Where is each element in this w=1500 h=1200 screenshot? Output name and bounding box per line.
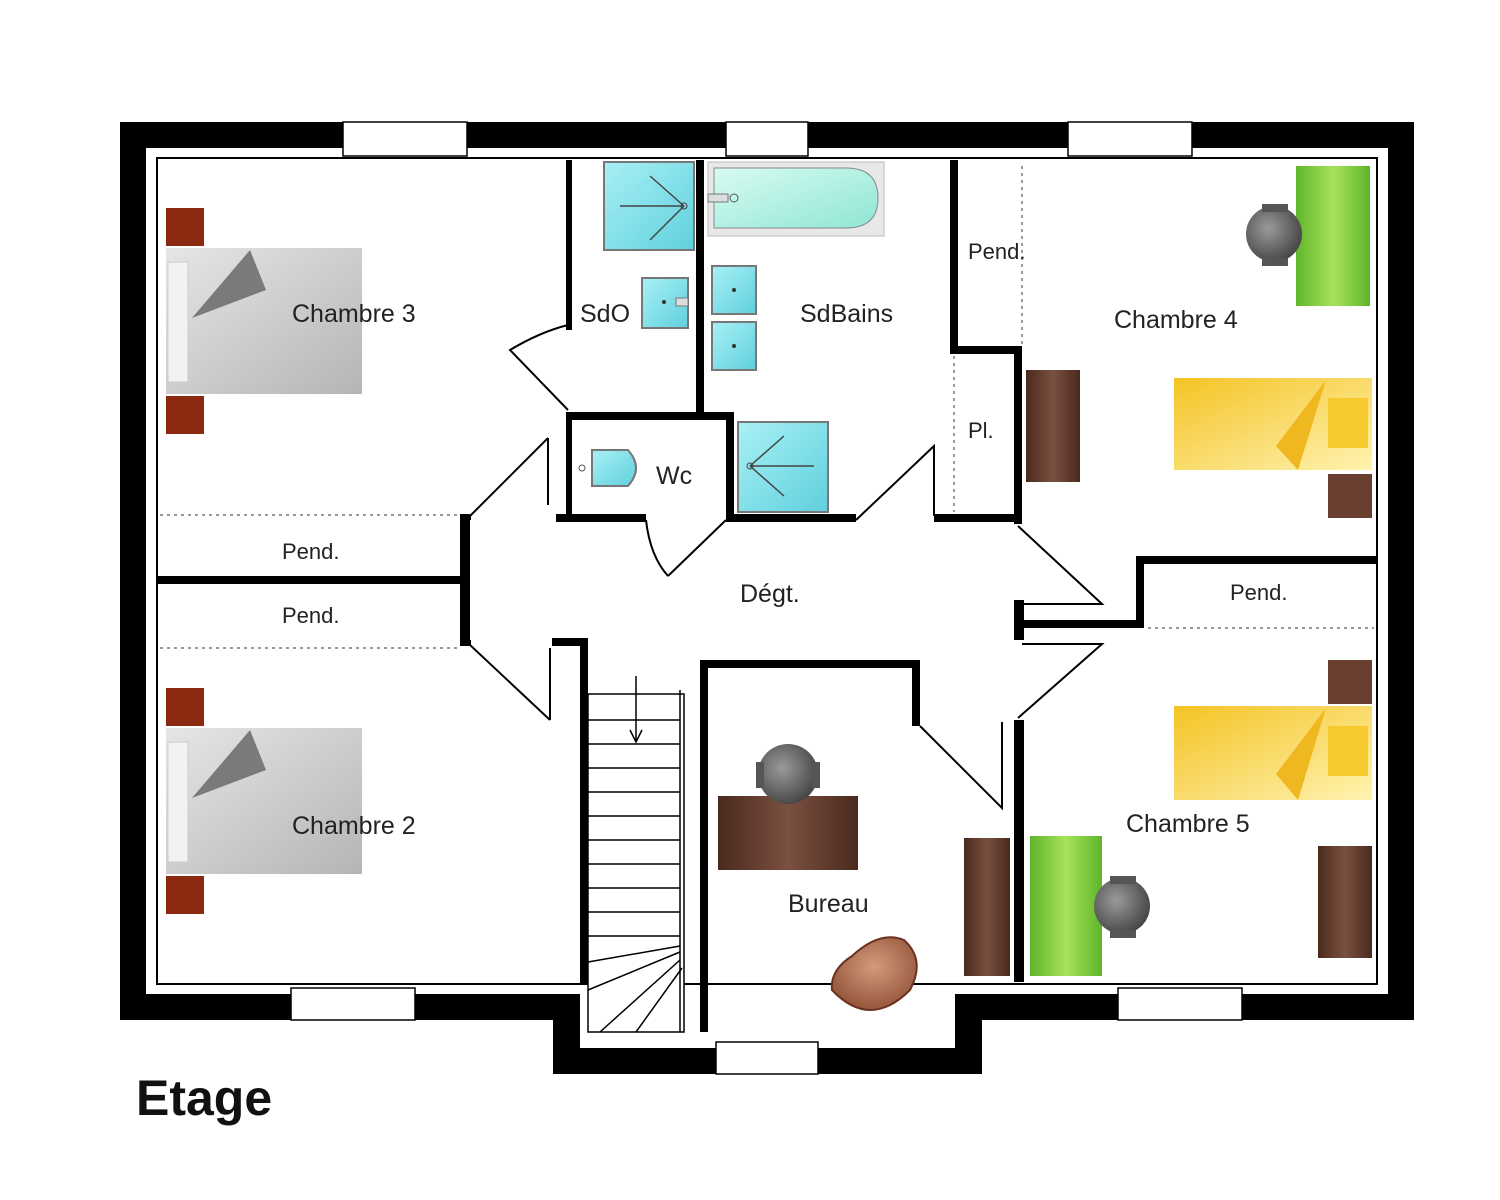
floor-title: Etage [136,1070,272,1126]
label-chambre-2: Chambre 2 [292,812,416,840]
shower-sdo [603,161,695,251]
desk-bureau [718,744,858,870]
label-degt: Dégt. [740,580,800,608]
label-pend-chambre-2: Pend. [282,603,340,628]
staircase [587,676,685,1033]
desk-chambre-5 [1030,836,1150,976]
label-chambre-5: Chambre 5 [1126,810,1250,838]
bed-chambre-3 [166,208,362,434]
window-c2 [290,987,416,1021]
label-pend-chambre-3: Pend. [282,539,340,564]
sink-sdo [641,277,689,329]
label-bureau: Bureau [788,890,869,918]
label-pend-chambre-5: Pend. [1230,580,1288,605]
window-bureau [715,1041,819,1075]
door-swings [469,324,1105,811]
armchair-bureau [830,936,918,1011]
interior-walls [158,160,1378,1032]
bed-chambre-4 [1174,378,1372,518]
window-c3 [342,121,468,157]
desk-chambre-4 [1246,166,1370,306]
bookcase-bureau [964,838,1010,976]
shower-sdbains [737,421,829,513]
windows [290,121,1243,1075]
label-pend-chambre-4: Pend. [968,239,1026,264]
wardrobe-chambre-4 [1026,370,1080,482]
bed-chambre-5 [1174,660,1372,800]
toilet [578,449,637,487]
label-wc: Wc [656,462,692,490]
label-chambre-3: Chambre 3 [292,300,416,328]
label-chambre-4: Chambre 4 [1114,306,1238,334]
bathtub [707,161,885,237]
bed-chambre-2 [166,688,362,914]
sinks-sdbains [711,265,757,371]
label-sdbains: SdBains [800,300,893,328]
closet-lines [160,166,1374,649]
label-pl: Pl. [968,418,994,443]
wardrobe-chambre-5 [1318,846,1372,958]
window-c5 [1117,987,1243,1021]
label-sdo: SdO [580,300,630,328]
window-c4 [1067,121,1193,157]
window-sdbains [725,121,809,157]
